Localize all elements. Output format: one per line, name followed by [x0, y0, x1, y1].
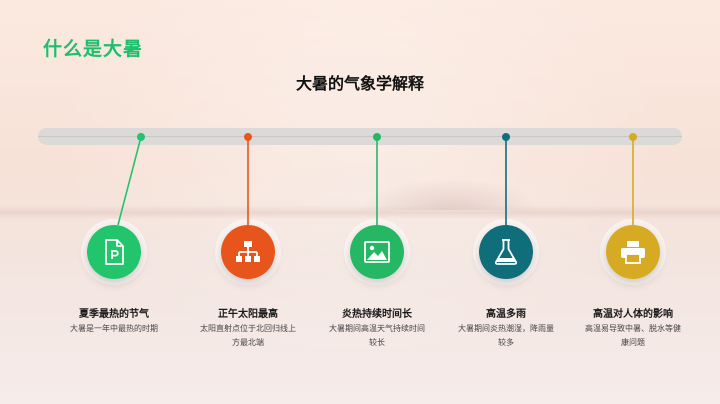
timeline-dot-1: [137, 133, 145, 141]
item-4-icon-circle: [473, 219, 539, 285]
item-1-title: 夏季最热的节气: [79, 309, 149, 320]
connector-1: [117, 136, 142, 226]
item-1-desc: 大暑是一年中最热的时期: [70, 324, 158, 333]
item-5-icon-circle: [600, 219, 666, 285]
item-2-desc: 太阳直射点位于北回归线上方最北端: [200, 324, 296, 347]
item-1-icon-circle: [81, 219, 147, 285]
item-3-icon-circle: [344, 219, 410, 285]
item-3-desc: 大暑期间高温天气持续时间较长: [329, 324, 425, 347]
timeline-dot-3: [373, 133, 381, 141]
timeline-dot-5: [629, 133, 637, 141]
timeline-dot-4: [502, 133, 510, 141]
section-title: 什么是大暑: [43, 38, 144, 60]
timeline-dot-2: [244, 133, 252, 141]
page-title: 大暑的气象学解释: [295, 74, 424, 93]
item-5-desc: 高温易导致中暑、脱水等健康问题: [585, 324, 681, 347]
item-3-title: 炎热持续时间长: [342, 309, 412, 320]
background-horizon: [0, 205, 720, 219]
background-skyline: [360, 178, 540, 210]
document-icon: [105, 239, 124, 265]
item-2-icon-circle: [215, 219, 281, 285]
item-2-title: 正午太阳最高: [218, 309, 278, 320]
flask-icon: [494, 239, 518, 265]
item-4-desc: 大暑期间炎热潮湿，降雨量较多: [458, 324, 554, 347]
image-icon: [364, 241, 390, 263]
timeline-line: [38, 136, 682, 137]
item-4-title: 高温多雨: [486, 309, 526, 320]
printer-icon: [621, 241, 645, 264]
item-5-title: 高温对人体的影响: [593, 309, 673, 320]
hierarchy-icon: [236, 241, 260, 262]
